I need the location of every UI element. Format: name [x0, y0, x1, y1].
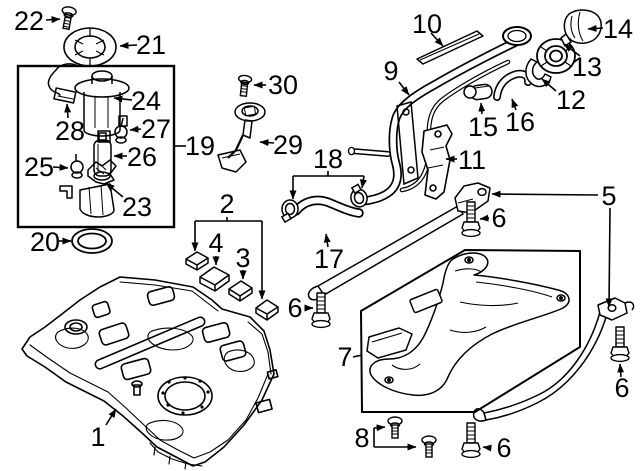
part-25-regulator [70, 154, 84, 179]
leader-2-bracket [195, 217, 262, 222]
part-6-bolt-c [461, 422, 481, 459]
part-1-fuel-tank [21, 276, 279, 470]
leader-5-vertical [605, 207, 613, 308]
pump-ring-bolt-holes [161, 376, 210, 415]
leader-5-horizontal [491, 190, 599, 198]
leader-21 [119, 42, 138, 49]
leader-29 [259, 139, 275, 147]
leader-28 [64, 103, 72, 119]
leader-1 [105, 408, 117, 426]
leader-16 [511, 98, 519, 111]
leader-9 [398, 81, 410, 96]
callout-28: 28 [55, 116, 85, 146]
leader-6a [479, 214, 490, 222]
callout-11: 11 [458, 145, 486, 175]
leader-15 [478, 102, 486, 115]
part-3-pad [228, 280, 253, 302]
leader-18-b [359, 175, 367, 189]
callout-6-d: 6 [614, 373, 629, 403]
callout-21: 21 [136, 30, 166, 60]
leader-22 [45, 16, 61, 24]
callout-15: 15 [468, 112, 498, 142]
callout-16: 16 [505, 107, 535, 137]
callout-13: 13 [572, 52, 602, 82]
part-23-reservoir [59, 159, 117, 218]
callout-10: 10 [412, 9, 442, 39]
callout-3: 3 [235, 243, 250, 273]
part-2-pad-b [255, 299, 279, 321]
leader-27 [129, 125, 142, 133]
part-11-bracket [421, 124, 453, 200]
leader-17 [323, 233, 331, 248]
callout-labels: 22 21 19 24 28 27 26 25 23 20 30 29 10 9… [14, 6, 633, 463]
part-5-strap-rear [472, 297, 635, 422]
callout-14: 14 [603, 14, 633, 44]
callout-12: 12 [556, 85, 586, 115]
part-8-screw-b [421, 435, 437, 458]
callout-6-a: 6 [491, 203, 506, 233]
part-10-protector-strip [416, 30, 484, 65]
part-21-lock-ring [63, 27, 117, 67]
callout-17: 17 [314, 244, 344, 274]
callout-20: 20 [30, 227, 60, 257]
leader-7 [352, 354, 363, 358]
callout-29: 29 [273, 130, 303, 160]
callout-24: 24 [131, 86, 161, 116]
callout-1: 1 [90, 422, 105, 452]
part-13-ring [536, 38, 576, 74]
part-18-clamp-b [350, 183, 368, 208]
part-5-strap-front [307, 182, 491, 301]
callout-6-c: 6 [496, 433, 511, 463]
part-29-fuel-sender [217, 102, 266, 173]
part-6-bolt-d [610, 326, 630, 363]
part-24-fuel-pump [74, 70, 130, 143]
part-30-screw [237, 74, 253, 97]
callout-18: 18 [313, 144, 343, 174]
part-8-screw-a [387, 416, 403, 439]
part-27-valve [114, 117, 128, 144]
callout-30: 30 [268, 70, 298, 100]
part-9-filler-pipe [347, 26, 532, 206]
callout-9: 9 [383, 56, 398, 86]
callout-6-b: 6 [287, 293, 302, 323]
leader-6d [617, 363, 625, 378]
callout-27: 27 [141, 114, 171, 144]
part-18-clamp-a [280, 199, 299, 224]
callout-2: 2 [219, 189, 234, 219]
part-6-bolt-b [311, 292, 331, 329]
leader-10 [430, 32, 444, 47]
callout-7: 7 [337, 342, 352, 372]
part-22-screw [61, 6, 77, 31]
part-7-boundary-box [359, 248, 581, 413]
callout-4: 4 [208, 228, 223, 258]
part-6-bolt-a [461, 201, 481, 238]
leader-24 [113, 95, 133, 103]
part-14-filler-cap [560, 9, 602, 47]
callout-26: 26 [127, 142, 157, 172]
callout-8: 8 [354, 423, 369, 453]
leader-25 [52, 163, 69, 171]
part-7-heat-shield [366, 252, 570, 397]
part-2-pad-a [185, 251, 209, 271]
leader-12 [541, 78, 557, 92]
leader-6c [482, 444, 492, 452]
part-17-filler-hose [291, 195, 364, 218]
leader-8-a [373, 424, 386, 432]
part-28-harness [47, 63, 79, 104]
leader-23 [105, 182, 124, 198]
part-15-valve [463, 83, 493, 101]
callout-5: 5 [601, 181, 616, 211]
leader-18-bracket [293, 171, 364, 177]
part-20-seal-ring [71, 228, 113, 254]
leader-13 [563, 43, 581, 57]
callout-23: 23 [122, 192, 152, 222]
callout-22: 22 [14, 6, 44, 36]
leader-14 [587, 24, 604, 32]
part-4-pad [199, 266, 230, 292]
part-16-hose [493, 69, 533, 101]
callout-25: 25 [24, 152, 54, 182]
leader-lines [45, 16, 625, 452]
callout-19: 19 [185, 131, 215, 161]
